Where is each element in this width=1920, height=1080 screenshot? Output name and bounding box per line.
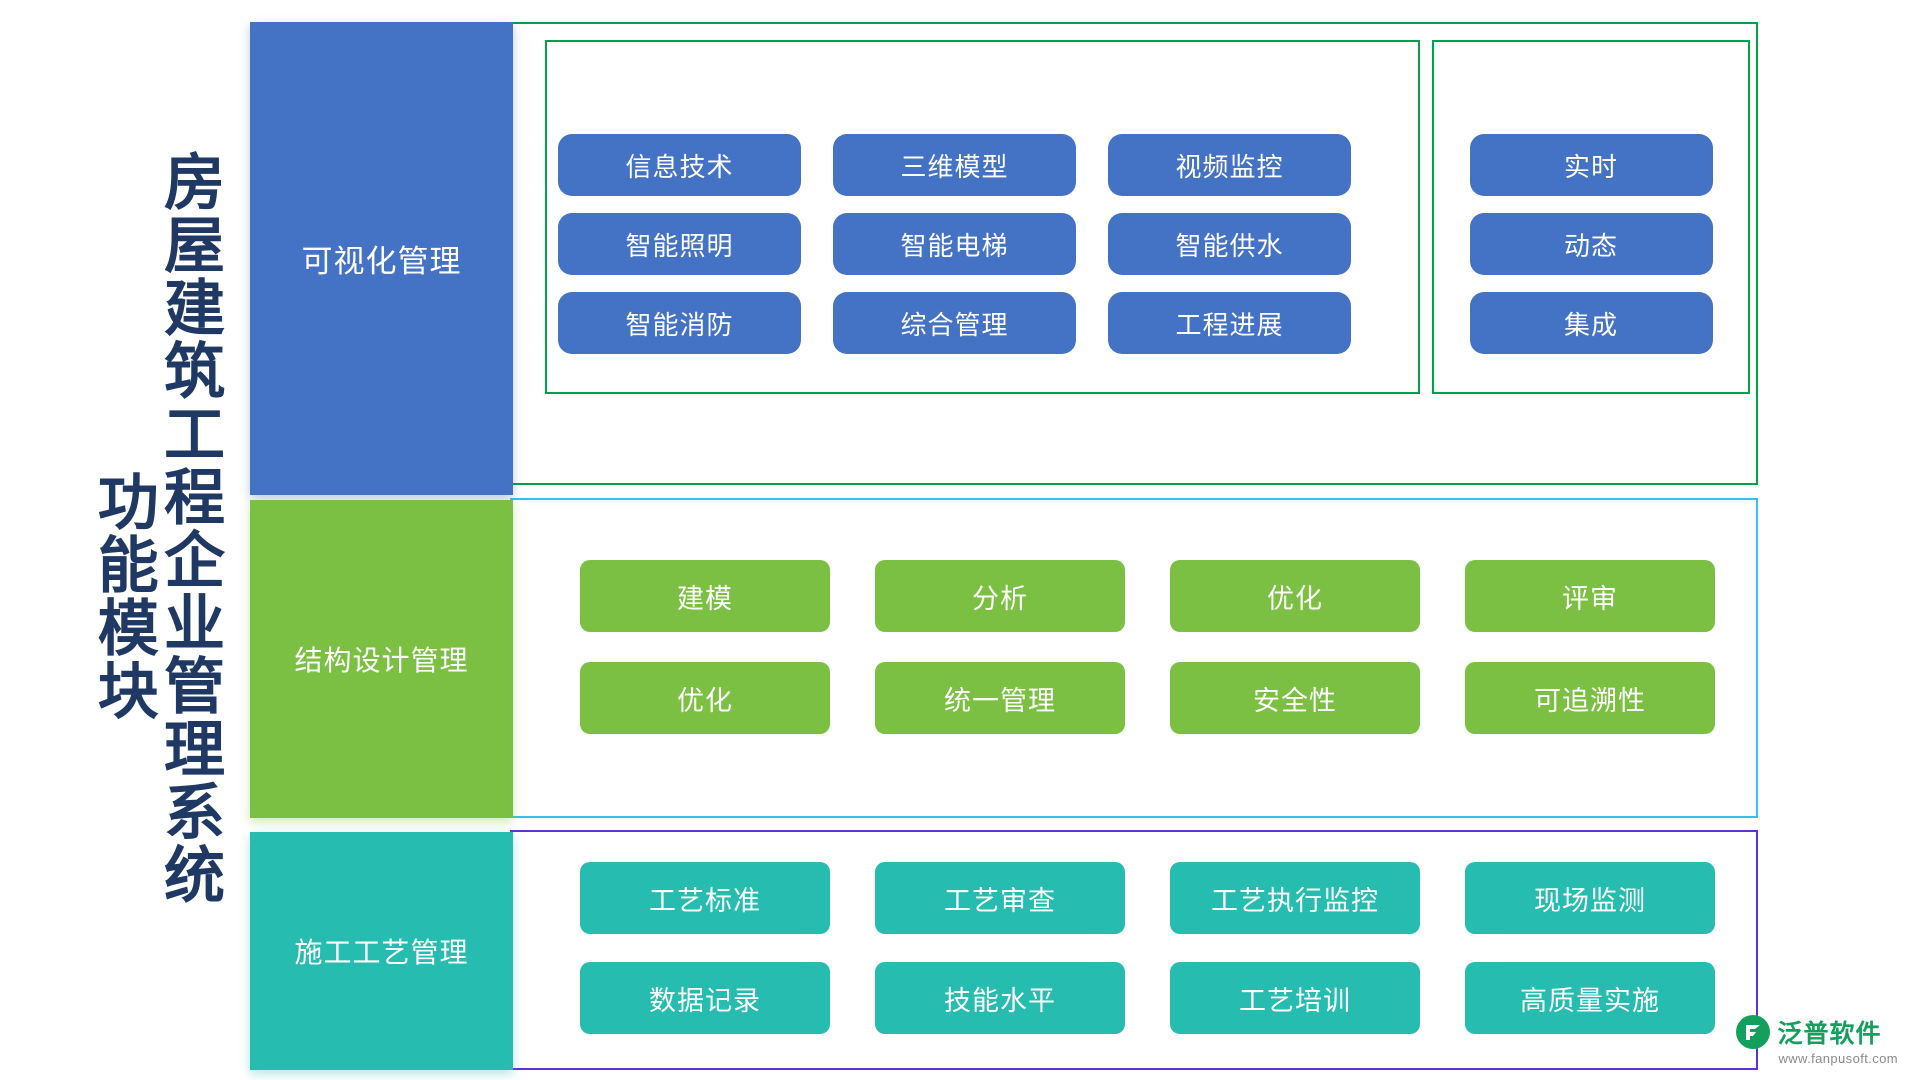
fanpu-logo-icon	[1736, 1015, 1771, 1049]
module-chip[interactable]: 实时	[1469, 134, 1713, 196]
category-card-visualization[interactable]: 可视化管理	[250, 22, 513, 495]
module-chip[interactable]: 数据记录	[580, 962, 830, 1034]
module-chip[interactable]: 信息技术	[558, 134, 801, 196]
module-chip[interactable]: 建模	[580, 560, 830, 632]
category-label-structural-design: 结构设计管理	[294, 646, 469, 677]
page-title: 房屋建筑工程企业管理系统 功能模块	[78, 10, 221, 1070]
category-label-visualization: 可视化管理	[301, 244, 462, 279]
page-title-sub: 功能模块	[87, 470, 155, 722]
visualization-group-a-grid: 信息技术 三维模型 视频监控 智能照明 智能电梯 智能供水 智能消防 综合管理 …	[558, 134, 1410, 384]
page-title-main: 房屋建筑工程企业管理系统	[154, 150, 221, 906]
module-chip[interactable]: 集成	[1469, 292, 1713, 354]
module-chip[interactable]: 工艺标准	[580, 862, 830, 934]
module-chip[interactable]: 智能电梯	[833, 213, 1076, 275]
category-card-structural-design[interactable]: 结构设计管理	[250, 500, 513, 818]
module-chip[interactable]: 视频监控	[1108, 134, 1351, 196]
module-chip[interactable]: 优化	[580, 662, 830, 734]
module-chip[interactable]: 可追溯性	[1465, 662, 1715, 734]
module-chip[interactable]: 工艺执行监控	[1170, 862, 1420, 934]
module-chip[interactable]: 评审	[1465, 560, 1715, 632]
visualization-group-a-border	[545, 40, 1420, 394]
module-chip[interactable]: 智能照明	[558, 213, 801, 275]
structural-design-grid: 建模 分析 优化 评审 优化 统一管理 安全性 可追溯性	[580, 560, 1740, 755]
module-chip[interactable]: 安全性	[1170, 662, 1420, 734]
module-chip[interactable]: 智能供水	[1108, 213, 1351, 275]
section-visualization: 可视化管理 信息技术 三维模型 视频监控 智能照明 智能电梯 智能供水 智能消防…	[250, 22, 1760, 495]
module-chip[interactable]: 工艺审查	[875, 862, 1125, 934]
brand-logo-row: 泛普软件	[1736, 1014, 1881, 1050]
category-label-construction-process: 施工工艺管理	[294, 938, 469, 969]
module-chip[interactable]: 工程进展	[1108, 292, 1351, 354]
section-structural-design: 结构设计管理 建模 分析 优化 评审 优化 统一管理 安全性 可追溯性	[250, 498, 1760, 820]
visualization-group-b-border	[1432, 40, 1750, 394]
module-chip[interactable]: 综合管理	[833, 292, 1076, 354]
brand-url: www.fanpusoft.com	[1778, 1051, 1898, 1066]
module-chip[interactable]: 高质量实施	[1465, 962, 1715, 1034]
brand-logo: 泛普软件 www.fanpusoft.com	[1736, 1014, 1898, 1066]
section-construction-process: 施工工艺管理 工艺标准 工艺审查 工艺执行监控 现场监测 数据记录 技能水平 工…	[250, 830, 1760, 1072]
module-chip[interactable]: 三维模型	[833, 134, 1076, 196]
category-card-construction-process[interactable]: 施工工艺管理	[250, 832, 513, 1070]
module-chip[interactable]: 现场监测	[1465, 862, 1715, 934]
visualization-group-b-grid: 实时 动态 集成	[1446, 134, 1736, 384]
module-chip[interactable]: 分析	[875, 560, 1125, 632]
module-chip[interactable]: 优化	[1170, 560, 1420, 632]
module-chip[interactable]: 工艺培训	[1170, 962, 1420, 1034]
module-chip[interactable]: 统一管理	[875, 662, 1125, 734]
module-chip[interactable]: 智能消防	[558, 292, 801, 354]
brand-name: 泛普软件	[1777, 1020, 1882, 1048]
construction-process-grid: 工艺标准 工艺审查 工艺执行监控 现场监测 数据记录 技能水平 工艺培训 高质量…	[580, 862, 1740, 1042]
module-chip[interactable]: 技能水平	[875, 962, 1125, 1034]
module-chip[interactable]: 动态	[1469, 213, 1713, 275]
